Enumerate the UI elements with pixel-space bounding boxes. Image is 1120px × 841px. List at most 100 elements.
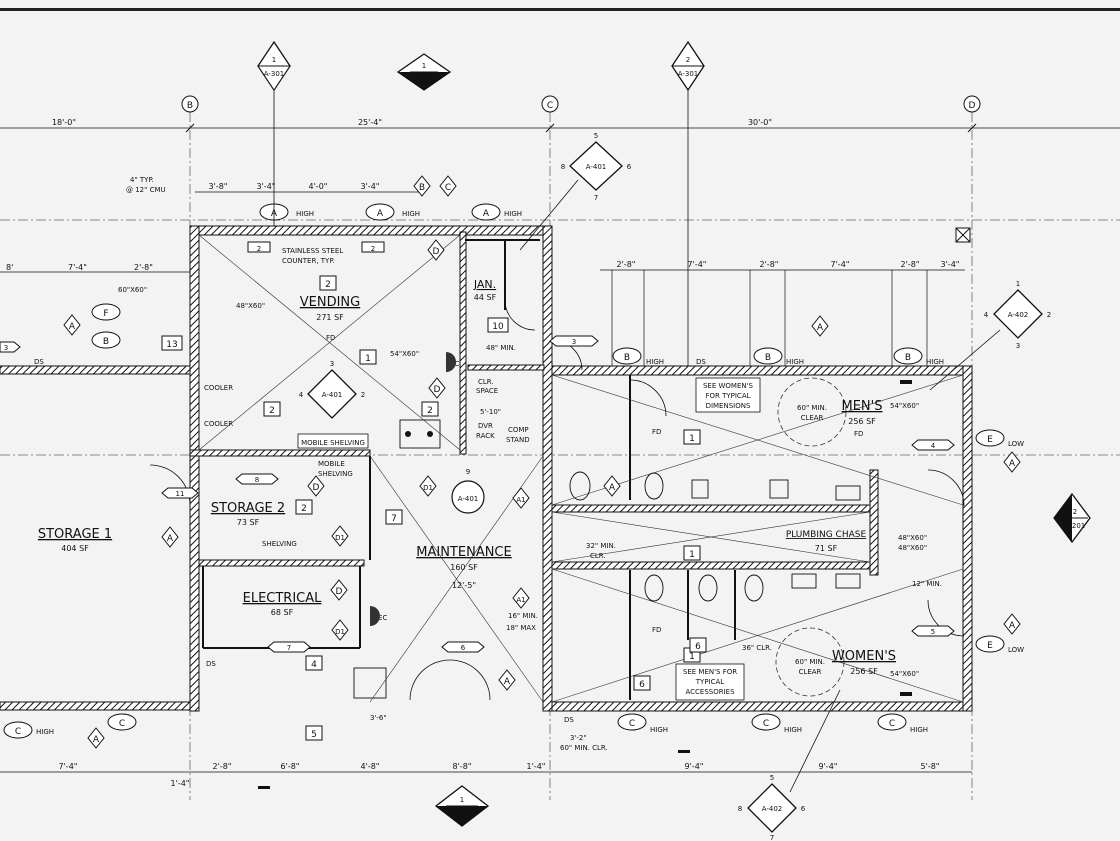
- svg-text:9'-4": 9'-4": [685, 762, 704, 771]
- svg-text:D1: D1: [335, 534, 345, 542]
- svg-text:A: A: [167, 534, 174, 544]
- svg-text:404 SF: 404 SF: [61, 544, 89, 553]
- svg-text:8: 8: [255, 476, 259, 484]
- door-tag-2: 3: [549, 335, 599, 347]
- svg-text:FD: FD: [652, 626, 661, 634]
- section-mark-a201-right: 2 A-201: [1053, 492, 1091, 544]
- svg-text:A-201: A-201: [1065, 522, 1086, 530]
- svg-text:COUNTER, TYP.: COUNTER, TYP.: [282, 257, 335, 265]
- wall-tag-d1: D1: [331, 525, 349, 547]
- wall-tag-a: A: [1003, 451, 1021, 473]
- svg-text:A: A: [1009, 621, 1016, 631]
- svg-text:9'-4": 9'-4": [819, 762, 838, 771]
- svg-text:44 SF: 44 SF: [474, 293, 497, 302]
- keynote-tag-13: 13: [161, 335, 183, 351]
- room-jan: JAN. 44 SF: [473, 278, 497, 302]
- svg-text:F: F: [103, 309, 108, 319]
- svg-text:C: C: [763, 719, 769, 729]
- window-tag-f: F: [91, 303, 121, 321]
- svg-text:6: 6: [801, 805, 806, 813]
- svg-text:2'-8": 2'-8": [617, 260, 636, 269]
- svg-text:6: 6: [639, 680, 645, 690]
- wall-tag-a: A: [1003, 613, 1021, 635]
- svg-text:4: 4: [311, 660, 317, 670]
- svg-text:LOW: LOW: [1008, 440, 1024, 448]
- svg-text:D: D: [433, 247, 440, 257]
- svg-text:1: 1: [1016, 280, 1020, 288]
- svg-text:DS: DS: [564, 716, 574, 724]
- svg-text:54"X60": 54"X60": [890, 670, 919, 678]
- svg-text:A: A: [271, 209, 278, 219]
- svg-text:FOR TYPICAL: FOR TYPICAL: [705, 392, 750, 400]
- svg-text:3'-4": 3'-4": [257, 182, 276, 191]
- svg-text:A: A: [1009, 459, 1016, 469]
- window-tag-b: B: [91, 331, 121, 349]
- svg-text:FD: FD: [652, 428, 661, 436]
- svg-text:CLEAR: CLEAR: [801, 414, 824, 422]
- svg-text:36" CLR.: 36" CLR.: [742, 644, 772, 652]
- keynote-tag-6: 6: [633, 675, 651, 691]
- svg-text:3: 3: [572, 338, 576, 346]
- svg-text:HIGH: HIGH: [296, 210, 314, 218]
- room-electrical: ELECTRICAL 68 SF: [243, 591, 323, 617]
- svg-text:HIGH: HIGH: [650, 726, 668, 734]
- svg-text:A-402: A-402: [762, 805, 783, 813]
- svg-text:6: 6: [695, 642, 701, 652]
- wall-tag-a: A: [63, 314, 81, 336]
- svg-text:DIMENSIONS: DIMENSIONS: [706, 402, 751, 410]
- svg-text:A: A: [609, 483, 616, 493]
- door-tag-4: 4: [911, 439, 955, 451]
- grab-bar-marker: [900, 692, 912, 696]
- svg-text:A: A: [69, 322, 76, 332]
- svg-text:6: 6: [627, 163, 632, 171]
- svg-text:1'-4": 1'-4": [527, 762, 546, 771]
- room-storage-2: STORAGE 2 73 SF: [211, 501, 285, 527]
- toilet-icon: [744, 574, 764, 602]
- wall-tag-a1: A1: [512, 587, 530, 609]
- svg-text:3'-4": 3'-4": [941, 260, 960, 269]
- wall-tag-a: A: [603, 475, 621, 497]
- svg-text:7'-4": 7'-4": [68, 263, 87, 272]
- section-mark-a401-top: 5 8 6 7 A-401: [519, 132, 632, 251]
- svg-text:STORAGE 1: STORAGE 1: [38, 527, 112, 542]
- section-mark-a301-1: 1 A-301: [257, 40, 291, 226]
- fire-extinguisher-icon: [446, 352, 456, 372]
- wall-tag-d: D: [428, 377, 446, 399]
- window-tag-c: C HIGH: [617, 713, 668, 734]
- wall-tag-a: A: [87, 727, 105, 749]
- dimension-marker: [258, 786, 270, 789]
- svg-text:4'-8": 4'-8": [361, 762, 380, 771]
- svg-text:PLUMBING CHASE: PLUMBING CHASE: [786, 530, 867, 540]
- svg-text:HIGH: HIGH: [402, 210, 420, 218]
- svg-text:WOMEN'S: WOMEN'S: [832, 649, 896, 664]
- keynote-tag-6: 6: [689, 637, 707, 653]
- svg-text:A-202: A-202: [452, 810, 473, 818]
- drawing-notes: 4" TYP. @ 12" CMU STAINLESS STEEL COUNTE…: [34, 176, 1024, 752]
- svg-text:JAN.: JAN.: [473, 278, 496, 291]
- svg-text:2: 2: [427, 406, 433, 416]
- svg-text:160 SF: 160 SF: [450, 563, 478, 572]
- dim-18-0: 18'-0": [52, 118, 76, 127]
- svg-text:6'-8": 6'-8": [281, 762, 300, 771]
- window-tag-a: A HIGH: [365, 203, 420, 221]
- turning-circles: [775, 377, 847, 697]
- section-mark-a401-detail: 9 A-401: [451, 468, 485, 514]
- svg-text:4'-0": 4'-0": [309, 182, 328, 191]
- toilet-icon: [644, 472, 664, 500]
- svg-text:7: 7: [287, 644, 291, 652]
- grid-bubble-d: D: [963, 95, 981, 113]
- window-tag-e: E: [975, 429, 1005, 447]
- room-mens: MEN'S 256 SF: [842, 399, 883, 426]
- door-tag-5: 5: [911, 625, 955, 637]
- svg-text:STAND: STAND: [506, 436, 530, 444]
- svg-text:MOBILE SHELVING: MOBILE SHELVING: [301, 439, 365, 447]
- section-mark-a202: 1 A-202: [434, 785, 490, 827]
- svg-text:COOLER: COOLER: [204, 420, 233, 428]
- keynote-tag-7: 7: [385, 509, 403, 525]
- svg-text:MEN'S: MEN'S: [842, 399, 883, 414]
- window-tag-b: B HIGH: [893, 347, 944, 366]
- window-tag-a: A HIGH: [471, 203, 522, 221]
- svg-text:A-401: A-401: [322, 391, 343, 399]
- svg-text:FEC: FEC: [374, 614, 387, 622]
